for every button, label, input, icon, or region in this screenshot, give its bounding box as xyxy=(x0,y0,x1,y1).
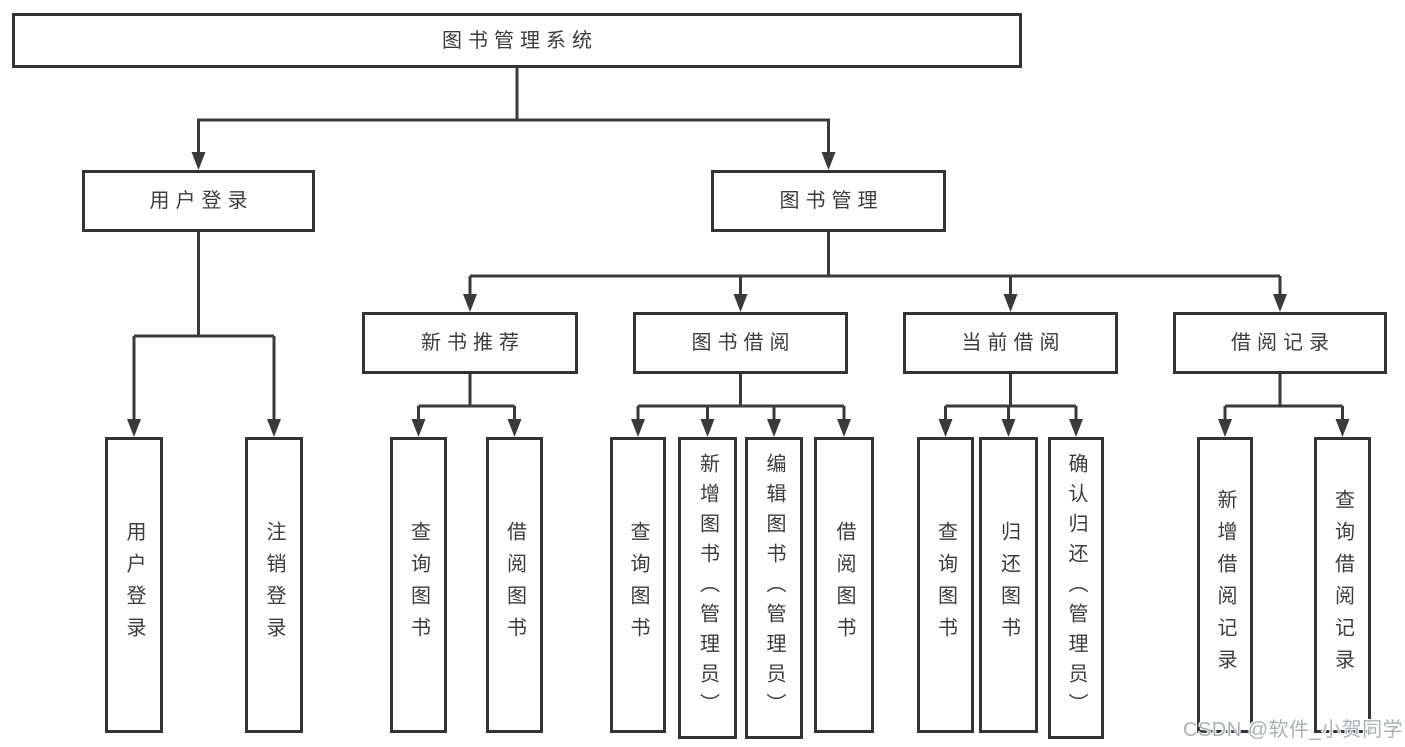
connector-current-borrowing-children xyxy=(938,374,1083,437)
connector-path xyxy=(468,232,1282,299)
arrow-down-icon xyxy=(837,419,851,437)
node-current-borrowing: 当前借阅 xyxy=(903,312,1118,374)
node-leaf-br-query-record-label: 查询借阅记录 xyxy=(1331,489,1354,681)
arrow-down-icon xyxy=(767,419,781,437)
arrow-down-icon xyxy=(1218,419,1232,437)
connector-path xyxy=(417,374,516,424)
arrow-down-icon xyxy=(631,419,645,437)
connector-borrowing-records-children xyxy=(1218,374,1350,437)
node-leaf-cb-confirm-return-label: 确认归还（管理员） xyxy=(1065,453,1087,723)
connector-root-to-level2 xyxy=(191,68,836,170)
node-leaf-nbr-query-books: 查询图书 xyxy=(390,437,447,733)
node-leaf-cb-query-books: 查询图书 xyxy=(917,437,974,733)
node-leaf-bb-edit-books-label: 编辑图书（管理员） xyxy=(763,453,785,723)
node-book-management-label: 图书管理 xyxy=(779,190,884,212)
node-leaf-logout: 注销登录 xyxy=(245,437,303,733)
arrow-down-icon xyxy=(1069,419,1083,437)
node-leaf-bb-borrow-books-label: 借阅图书 xyxy=(833,521,855,649)
node-leaf-bb-add-books: 新增图书（管理员） xyxy=(678,437,737,739)
connector-path xyxy=(1223,374,1344,424)
node-book-management: 图书管理 xyxy=(711,170,946,232)
node-leaf-br-query-record: 查询借阅记录 xyxy=(1314,437,1371,733)
arrow-down-icon xyxy=(411,419,426,437)
node-leaf-cb-confirm-return: 确认归还（管理员） xyxy=(1048,437,1104,739)
connector-book-borrowing-children xyxy=(631,374,851,437)
node-user-login: 用户登录 xyxy=(82,170,315,232)
arrow-down-icon xyxy=(507,419,522,437)
node-leaf-cb-return-books-label: 归还图书 xyxy=(997,521,1020,649)
node-user-login-label: 用户登录 xyxy=(149,190,254,212)
arrow-down-icon xyxy=(1273,294,1287,312)
node-current-borrowing-label: 当前借阅 xyxy=(961,332,1066,354)
node-leaf-nbr-borrow-books-label: 借阅图书 xyxy=(503,521,526,649)
connector-path xyxy=(197,68,830,156)
arrow-down-icon xyxy=(1335,419,1350,437)
arrow-down-icon xyxy=(700,419,715,437)
node-leaf-bb-query-books-label: 查询图书 xyxy=(627,521,649,649)
node-new-book-recommend-label: 新书推荐 xyxy=(421,332,525,354)
node-leaf-cb-return-books: 归还图书 xyxy=(979,437,1038,733)
watermark: CSDN @软件_小贺同学 xyxy=(1183,719,1404,741)
arrow-down-icon xyxy=(127,419,141,437)
node-leaf-user-login-label: 用户登录 xyxy=(123,521,145,649)
node-leaf-br-add-record: 新增借阅记录 xyxy=(1197,437,1253,733)
node-leaf-nbr-query-books-label: 查询图书 xyxy=(407,521,430,649)
node-leaf-bb-add-books-label: 新增图书（管理员） xyxy=(696,453,719,723)
arrow-down-icon xyxy=(191,152,206,170)
arrow-down-icon xyxy=(1003,294,1018,312)
node-leaf-bb-query-books: 查询图书 xyxy=(610,437,666,733)
arrow-down-icon xyxy=(733,294,748,312)
node-book-borrowing: 图书借阅 xyxy=(633,312,848,374)
node-borrowing-records-label: 借阅记录 xyxy=(1231,332,1335,354)
node-leaf-nbr-borrow-books: 借阅图书 xyxy=(486,437,543,733)
node-leaf-logout-label: 注销登录 xyxy=(263,521,285,649)
arrow-down-icon xyxy=(267,419,281,437)
node-new-book-recommend: 新书推荐 xyxy=(362,312,578,374)
node-leaf-bb-borrow-books: 借阅图书 xyxy=(814,437,874,733)
node-book-borrowing-label: 图书借阅 xyxy=(691,332,796,354)
connector-path xyxy=(132,232,276,424)
connector-new-book-recommend-children xyxy=(411,374,522,437)
arrow-down-icon xyxy=(463,294,477,312)
connector-path xyxy=(944,374,1078,424)
node-leaf-user-login: 用户登录 xyxy=(105,437,163,733)
connector-user-login-children xyxy=(127,232,281,437)
node-leaf-bb-edit-books: 编辑图书（管理员） xyxy=(745,437,803,739)
node-root: 图书管理系统 xyxy=(12,13,1022,68)
node-root-label: 图书管理系统 xyxy=(442,29,598,52)
arrow-down-icon xyxy=(938,419,953,437)
node-borrowing-records: 借阅记录 xyxy=(1173,312,1387,374)
connector-path xyxy=(636,374,846,424)
connector-book-management-children xyxy=(463,232,1287,312)
node-leaf-br-add-record-label: 新增借阅记录 xyxy=(1214,489,1236,681)
arrow-down-icon xyxy=(1001,419,1016,437)
node-leaf-cb-query-books-label: 查询图书 xyxy=(934,521,957,649)
arrow-down-icon xyxy=(821,152,836,170)
